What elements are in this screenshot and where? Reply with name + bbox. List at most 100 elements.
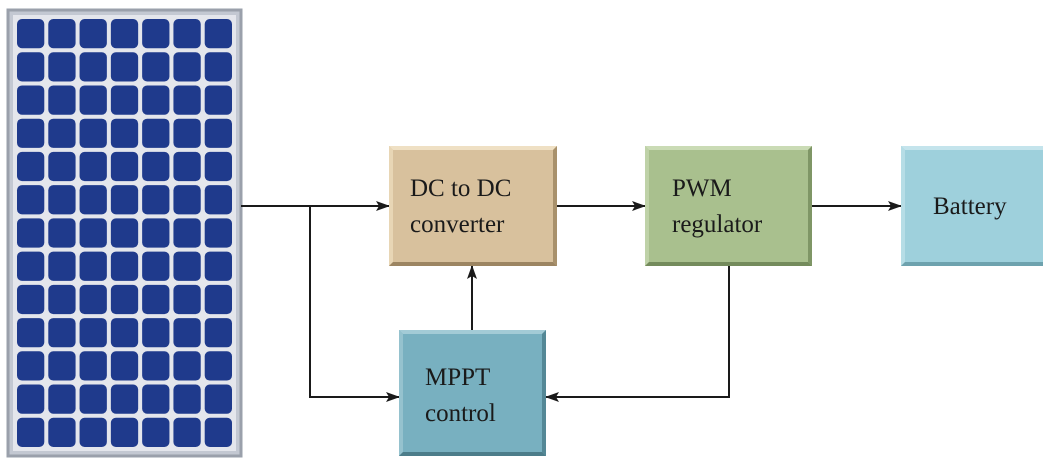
- pwm-to-mppt-arrow: [545, 266, 730, 402]
- solar-cell: [79, 185, 107, 215]
- solar-cell: [142, 218, 170, 248]
- dc-converter-box: [389, 146, 557, 266]
- solar-cell: [110, 384, 139, 414]
- battery-label: Battery: [933, 193, 1007, 220]
- mppt-control-bevel-top: [399, 330, 546, 334]
- solar-cell: [173, 185, 201, 215]
- solar-cell: [79, 251, 107, 281]
- solar-cell: [142, 85, 170, 115]
- solar-cell: [17, 218, 45, 248]
- solar-cell: [48, 384, 76, 414]
- mppt-control-bevel-left: [399, 330, 403, 456]
- solar-cell: [79, 284, 107, 315]
- dc-converter-bevel-left: [389, 146, 393, 266]
- solar-cell: [48, 185, 76, 215]
- solar-cell: [204, 251, 232, 281]
- panel-to-mppt-arrow: [309, 206, 400, 402]
- dc-converter-bevel-right: [553, 146, 557, 266]
- solar-cell: [204, 151, 232, 182]
- solar-cell: [110, 19, 139, 49]
- dc-converter-label-line2: converter: [410, 211, 505, 238]
- solar-cell: [173, 318, 201, 348]
- mppt-control-bevel-bottom: [399, 452, 546, 456]
- solar-cell: [142, 52, 170, 82]
- solar-cell: [48, 218, 76, 248]
- solar-cell: [204, 218, 232, 248]
- dc-converter-label-line1: DC to DC: [410, 175, 511, 202]
- pwm-regulator-bevel-bottom: [645, 262, 812, 266]
- solar-cell: [17, 185, 45, 215]
- solar-cell: [48, 19, 76, 49]
- solar-cell: [17, 417, 45, 447]
- solar-cell: [173, 251, 201, 281]
- solar-cell: [110, 52, 139, 82]
- solar-cell: [173, 151, 201, 182]
- solar-cell: [48, 52, 76, 82]
- solar-cell: [204, 351, 232, 381]
- solar-cell: [142, 185, 170, 215]
- solar-cell: [204, 85, 232, 115]
- solar-cell: [173, 85, 201, 115]
- dc-converter-bevel-bottom: [389, 262, 557, 266]
- solar-cell: [79, 351, 107, 381]
- solar-cell: [204, 384, 232, 414]
- solar-cell: [79, 151, 107, 182]
- dc-converter-block: DC to DC converter: [389, 146, 557, 266]
- solar-cell: [204, 52, 232, 82]
- pwm-regulator-bevel-top: [645, 146, 812, 150]
- solar-cell: [204, 318, 232, 348]
- solar-cell: [142, 19, 170, 49]
- solar-cell: [173, 19, 201, 49]
- solar-cell: [17, 318, 45, 348]
- pwm-regulator-bevel-right: [808, 146, 812, 266]
- solar-cell: [204, 417, 232, 447]
- mppt-control-label-line1: MPPT: [425, 364, 490, 391]
- solar-cell: [173, 218, 201, 248]
- solar-cell: [142, 151, 170, 182]
- solar-cell: [17, 52, 45, 82]
- battery-box: [901, 146, 1043, 266]
- solar-cell: [110, 351, 139, 381]
- solar-cell: [17, 284, 45, 315]
- solar-cell: [110, 251, 139, 281]
- solar-cell: [79, 218, 107, 248]
- solar-cell: [17, 19, 45, 49]
- solar-cell: [173, 52, 201, 82]
- solar-cell: [204, 19, 232, 49]
- mppt-control-block: MPPT control: [399, 330, 546, 456]
- mppt-control-box: [399, 330, 546, 456]
- pwm-regulator-box: [645, 146, 812, 266]
- solar-cell: [142, 251, 170, 281]
- solar-cell: [142, 351, 170, 381]
- battery-bevel-bottom: [901, 262, 1043, 266]
- solar-cell: [79, 417, 107, 447]
- dc-converter-bevel-top: [389, 146, 557, 150]
- solar-cell: [204, 185, 232, 215]
- solar-cell: [110, 151, 139, 182]
- solar-cell: [17, 118, 45, 148]
- solar-cell: [79, 318, 107, 348]
- solar-cell: [173, 417, 201, 447]
- solar-cell: [173, 351, 201, 381]
- solar-cell: [110, 417, 139, 447]
- solar-cell: [79, 52, 107, 82]
- solar-panel: [6, 8, 243, 458]
- solar-cell: [110, 218, 139, 248]
- solar-cell: [17, 85, 45, 115]
- solar-cell: [110, 185, 139, 215]
- solar-cell: [204, 284, 232, 315]
- solar-cell: [110, 85, 139, 115]
- solar-cell: [17, 151, 45, 182]
- mppt-control-bevel-right: [542, 330, 546, 456]
- solar-cell: [48, 85, 76, 115]
- solar-cell: [48, 318, 76, 348]
- solar-cell: [48, 118, 76, 148]
- solar-cell: [173, 118, 201, 148]
- solar-cell: [79, 19, 107, 49]
- solar-cell: [204, 118, 232, 148]
- solar-cell: [48, 417, 76, 447]
- solar-cell: [142, 318, 170, 348]
- pwm-regulator-block: PWM regulator: [645, 146, 812, 266]
- battery-bevel-left: [901, 146, 905, 266]
- battery-block: Battery: [901, 146, 1043, 266]
